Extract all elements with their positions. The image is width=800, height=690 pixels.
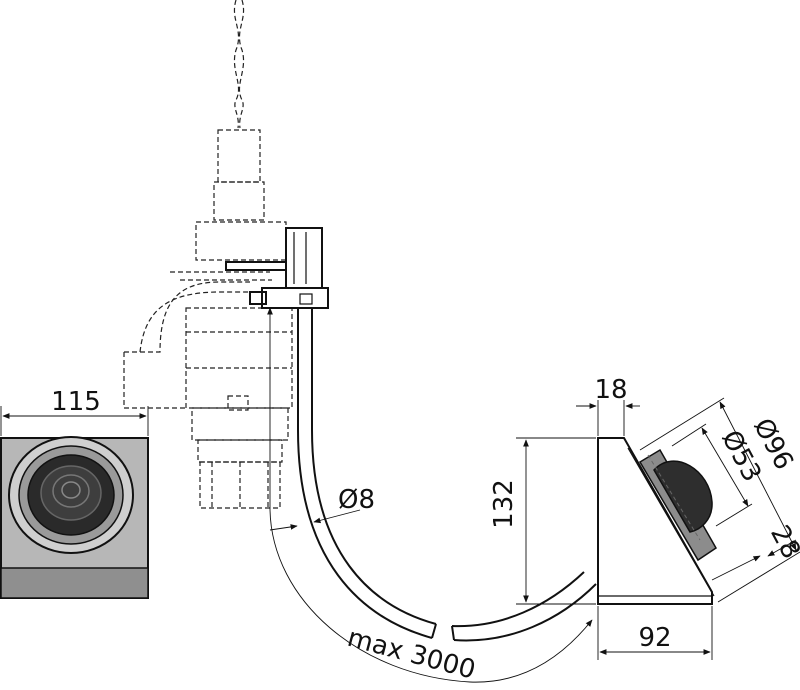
valve-side-box	[123, 352, 186, 409]
valve-upper-housing	[195, 221, 287, 261]
chain-left	[233, 0, 240, 129]
valve-nut	[199, 461, 281, 509]
side-view-button: 132 18 92 Ø96 Ø53 28	[489, 375, 800, 660]
actuator-lever	[225, 261, 287, 271]
front-plate-bottom	[0, 567, 149, 599]
front-view-button: 115	[0, 387, 149, 599]
valve-rod	[213, 181, 265, 221]
dim-18-label: 18	[594, 375, 627, 405]
dim-o8-arrow-right	[313, 509, 361, 524]
dim-hose-diameter: Ø8	[269, 485, 375, 531]
hose-outer-wall	[297, 308, 433, 639]
dim-o53-ext-bottom	[715, 503, 753, 527]
dim-o53-line	[701, 427, 749, 507]
valve-pin	[227, 395, 249, 411]
hose-break-left	[431, 623, 437, 639]
valve-overflow-inner	[139, 291, 250, 353]
side-button-axis	[647, 454, 701, 541]
dim-o96-ext-bottom	[717, 551, 800, 603]
dim-28-arrow-bottom	[767, 539, 797, 557]
dim-o8-label: Ø8	[338, 485, 375, 515]
hose-inner-wall	[311, 308, 437, 625]
dim-28-arrow-top	[711, 555, 761, 581]
dim-length-label: max 3000	[344, 623, 478, 686]
valve-overflow-outer	[124, 281, 250, 353]
dim-o8-arrow-left	[269, 524, 298, 531]
dim-28-label: 28	[764, 521, 800, 564]
front-button-ring2	[61, 481, 81, 499]
chain-right	[238, 0, 245, 129]
hose-break-right	[451, 625, 455, 641]
valve-rod-cap	[217, 129, 261, 183]
front-button-ring1	[52, 474, 90, 508]
actuator-clip	[249, 291, 267, 305]
side-housing-edge	[627, 447, 715, 597]
dim-92-label: 92	[638, 623, 671, 653]
dim-115-label: 115	[51, 387, 101, 417]
side-housing	[597, 437, 713, 605]
dim-o96-ext-top	[639, 397, 725, 451]
dim-132-label: 132	[489, 479, 519, 529]
valve-assembly	[123, 0, 329, 509]
valve-flange	[191, 407, 289, 441]
dim-o53-ext-top	[671, 423, 707, 447]
actuator-body	[285, 227, 323, 289]
valve-thread	[197, 439, 283, 463]
actuator-bracket	[261, 287, 329, 309]
valve-body	[185, 307, 293, 409]
front-button-center	[40, 465, 102, 521]
hose-end-outer	[453, 583, 597, 642]
dim-length-arc	[269, 509, 593, 683]
hose-end-inner	[451, 571, 585, 628]
air-hose	[297, 308, 597, 642]
dim-o96-line	[719, 401, 797, 551]
actuator-port	[299, 293, 313, 305]
